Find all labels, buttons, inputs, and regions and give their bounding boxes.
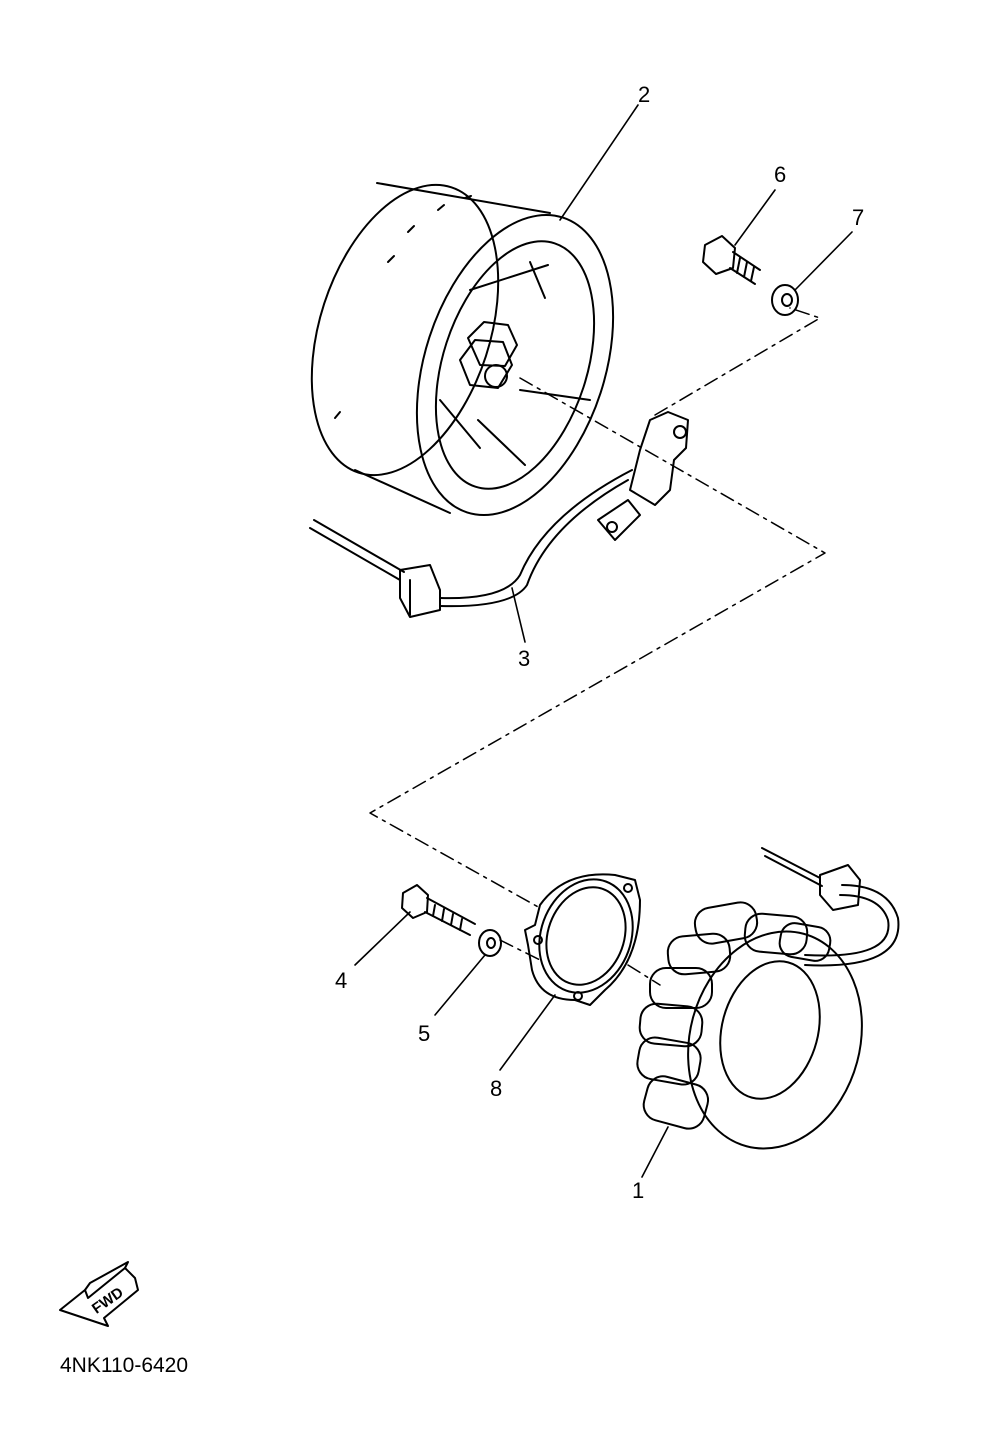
stator bbox=[636, 847, 900, 1150]
leader-lines bbox=[354, 104, 853, 1178]
leader-part-5 bbox=[434, 954, 486, 1016]
leader-part-4 bbox=[354, 911, 411, 966]
fwd-label: FWD bbox=[89, 1284, 127, 1318]
fwd-arrow-icon bbox=[59, 1261, 139, 1327]
callout-part-7: 7 bbox=[852, 205, 864, 230]
bolt-6 bbox=[702, 235, 761, 285]
pickup-coil bbox=[309, 411, 689, 618]
callout-part-6: 6 bbox=[774, 162, 786, 187]
callout-part-3: 3 bbox=[518, 646, 530, 671]
leader-part-6 bbox=[734, 189, 776, 246]
callout-part-2: 2 bbox=[638, 82, 650, 107]
washer-5 bbox=[478, 929, 502, 957]
assembly-lines bbox=[369, 307, 826, 986]
leader-part-8 bbox=[499, 994, 556, 1071]
callout-part-4: 4 bbox=[335, 968, 347, 993]
gasket-plate bbox=[524, 873, 641, 1006]
leader-part-2 bbox=[559, 104, 639, 221]
callout-part-8: 8 bbox=[490, 1076, 502, 1101]
flywheel-rotor bbox=[310, 182, 615, 517]
leader-part-7 bbox=[794, 231, 853, 291]
washer-7 bbox=[771, 284, 799, 316]
leader-part-1 bbox=[641, 1126, 669, 1178]
bolt-4 bbox=[401, 884, 476, 936]
callout-part-5: 5 bbox=[418, 1021, 430, 1046]
document-number: 4NK110-6420 bbox=[60, 1354, 188, 1377]
part-callouts: 2 6 7 3 4 5 8 1 bbox=[335, 82, 864, 1203]
leader-part-3 bbox=[511, 587, 526, 643]
callout-part-1: 1 bbox=[632, 1178, 644, 1203]
